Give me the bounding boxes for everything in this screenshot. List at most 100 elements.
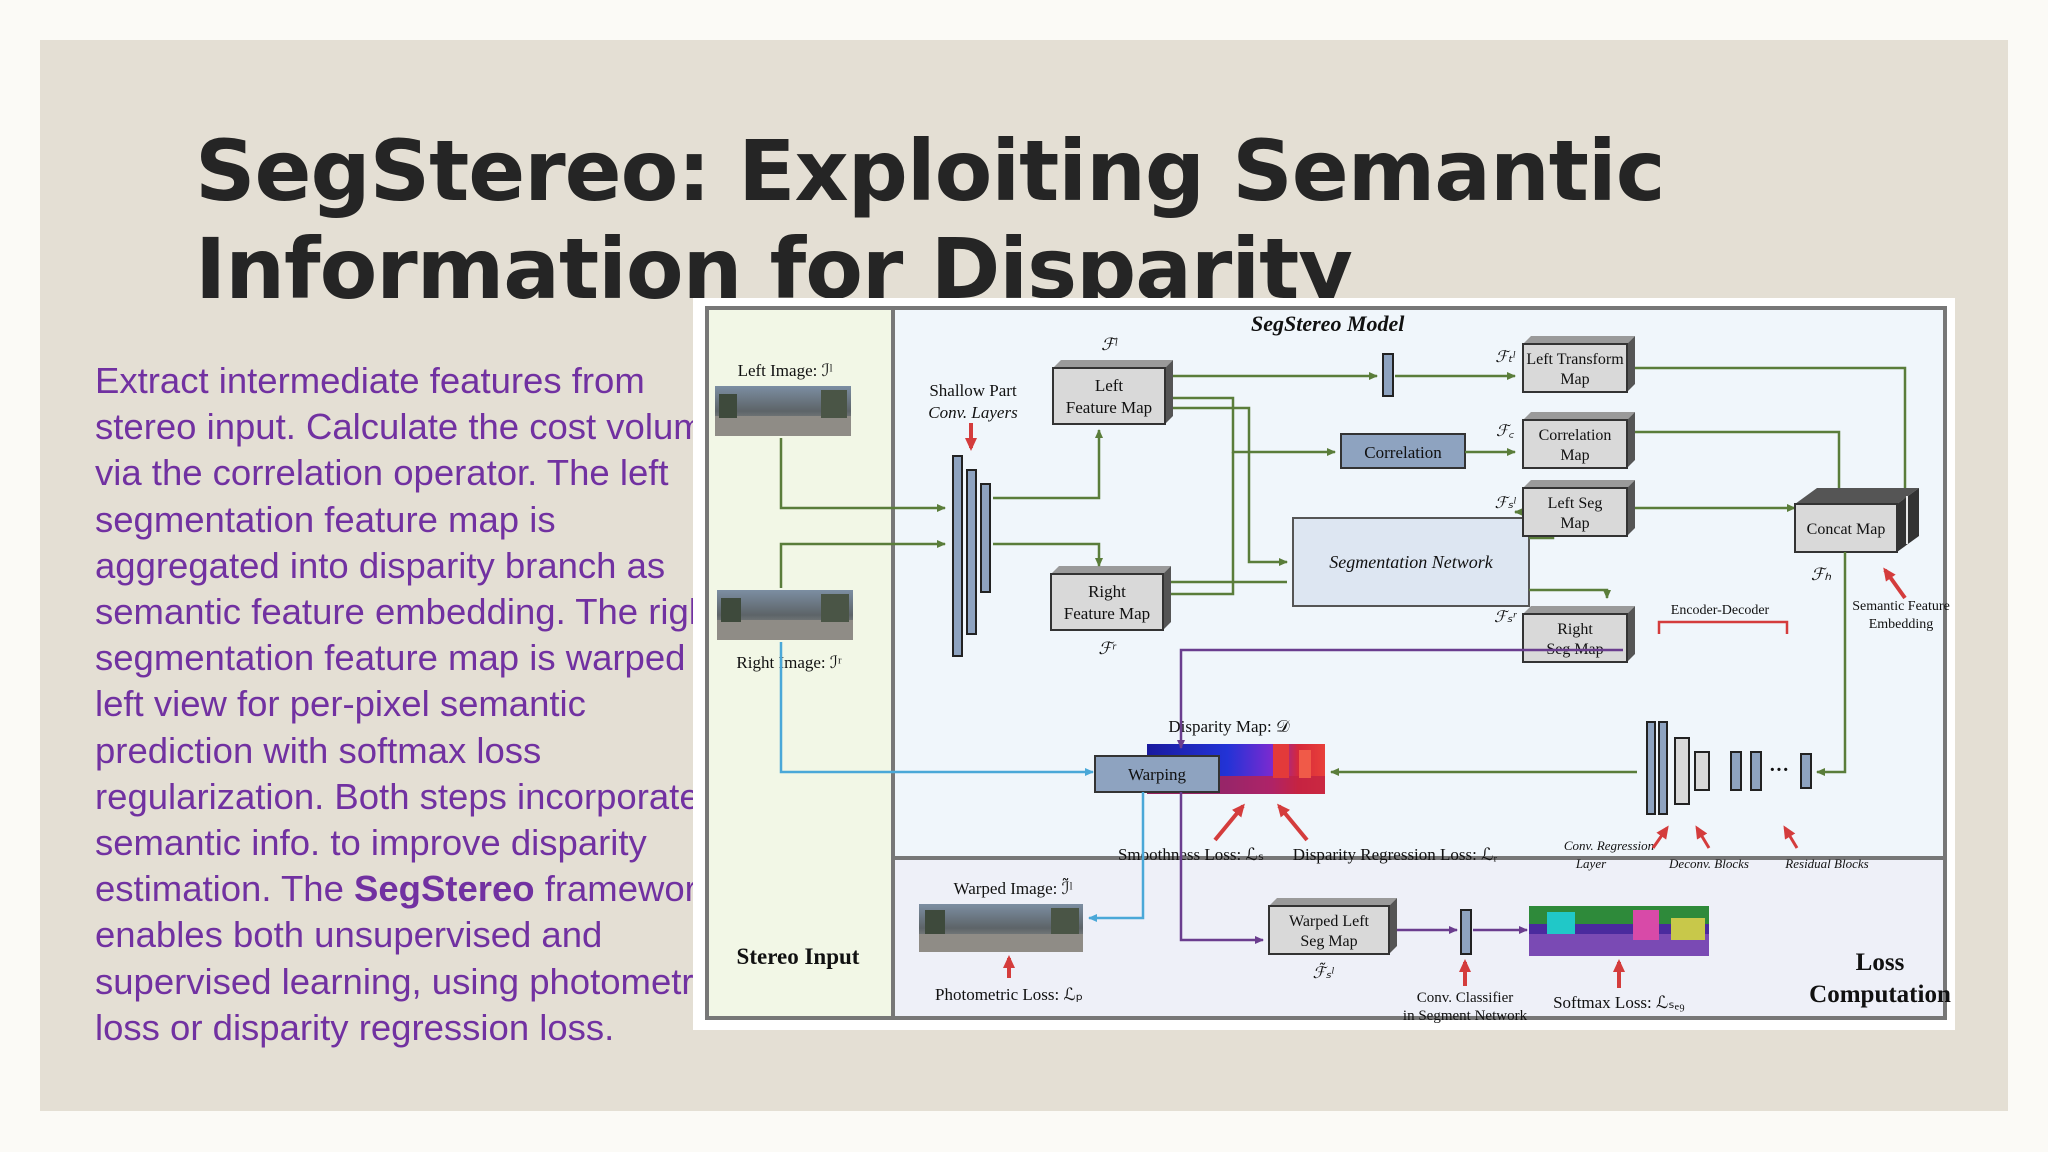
left-feature-label-1: Left: [1095, 376, 1124, 395]
conv-regression-layer-b: [1646, 721, 1656, 815]
left-feature-to-correlation-arrow: [1173, 396, 1336, 456]
concat-to-encoder-arrow: [1816, 552, 1847, 776]
encoder-decoder-bracket: [1657, 620, 1789, 634]
residual-block-3: [1800, 753, 1812, 789]
right-image-to-conv-arrow: [779, 540, 946, 588]
warped-left-seg-label-2: Seg Map: [1300, 933, 1357, 950]
correlation-label: Correlation: [1364, 443, 1442, 462]
left-image-to-conv-arrow: [779, 438, 946, 512]
right-seg-to-warping-arrow: [1177, 648, 1623, 749]
left-seg-label-2: Map: [1560, 515, 1589, 532]
conv-regression-label-1: Conv. Regression: [1564, 838, 1654, 853]
smoothness-loss-arrow: [1213, 803, 1245, 842]
semantic-embed-label-2: Embedding: [1869, 617, 1934, 632]
shallow-label-line-1: Shallow Part: [929, 381, 1017, 400]
correlation-map-box: Correlation Map: [1522, 412, 1635, 469]
concat-map-box: Concat Map: [1794, 488, 1919, 553]
f-l-symbol: ℱˡ: [1101, 335, 1118, 354]
conv-regression-label-2: Layer: [1575, 856, 1607, 871]
deconv-blocks-label: Deconv. Blocks: [1668, 856, 1749, 871]
left-feature-map-box: Left Feature Map: [1052, 360, 1173, 425]
correlation-map-label-1: Correlation: [1539, 427, 1612, 444]
left-feature-label-2: Feature Map: [1066, 398, 1152, 417]
left-transform-label-2: Map: [1560, 371, 1589, 388]
right-feature-label-2: Feature Map: [1064, 604, 1150, 623]
left-transform-map-box: Left Transform Map: [1522, 336, 1635, 393]
segstereo-architecture-figure: SegStereo Model Stereo Input Loss Comput…: [693, 298, 1955, 1030]
conv-classifier-label-1: Conv. Classifier: [1417, 990, 1514, 1006]
segmentation-output-image: [1529, 906, 1709, 956]
left-image-photo: [715, 386, 851, 436]
right-seg-map-box: Right Seg Map: [1522, 606, 1635, 663]
warped-left-seg-map-box: Warped Left Seg Map: [1268, 898, 1397, 955]
body-text-part-1: Extract intermediate features from stere…: [95, 360, 726, 910]
disparity-regression-loss-label: Disparity Regression Loss: ℒᵣ: [1293, 845, 1498, 864]
left-seg-label-1: Left Seg: [1548, 495, 1603, 512]
warping-to-warped-left-seg-arrow: [1179, 792, 1264, 944]
loss-title-line-2: Computation: [1809, 981, 1951, 1008]
right-feature-label-1: Right: [1088, 582, 1126, 601]
model-title: SegStereo Model: [1251, 311, 1405, 336]
transform-conv-layer: [1382, 353, 1394, 397]
segnet-to-right-seg-arrow: [1529, 588, 1611, 599]
conv-regression-arrow: [1651, 825, 1669, 849]
left-feature-to-segnet-arrow: [1173, 406, 1288, 566]
right-seg-label-1: Right: [1557, 621, 1593, 638]
loss-title-line-1: Loss: [1856, 949, 1905, 976]
deconv-block-1: [1674, 737, 1690, 805]
deconv-blocks-arrow: [1695, 825, 1711, 849]
f-s-tilde-symbol: ℱ̃ₛˡ: [1313, 962, 1335, 982]
conv-classifier-layer: [1460, 909, 1472, 955]
stereo-input-label: Stereo Input: [737, 944, 860, 969]
right-image-photo: [717, 590, 853, 640]
warped-image-photo: [919, 904, 1083, 952]
body-text-part-2: framework enables both unsupervised and …: [95, 868, 720, 1048]
f-t-symbol: ℱₜˡ: [1495, 349, 1515, 366]
conv-to-left-feature-arrow: [993, 429, 1103, 500]
segmentation-network-label: Segmentation Network: [1329, 552, 1493, 572]
left-seg-map-box: Left Seg Map: [1522, 480, 1635, 537]
f-r-symbol: ℱʳ: [1098, 639, 1116, 658]
f-s-r-symbol: ℱₛʳ: [1494, 609, 1518, 626]
softmax-loss-label: Softmax Loss: ℒₛₑ₉: [1553, 993, 1685, 1012]
segmentation-network-box: [1292, 517, 1530, 607]
left-transform-to-concat-arrow: [1635, 366, 1909, 523]
semantic-embed-label-1: Semantic Feature: [1852, 599, 1950, 614]
f-s-l-symbol: ℱₛˡ: [1495, 495, 1517, 512]
warped-image-label: Warped Image: ℐ̃ˡ: [954, 878, 1073, 898]
right-feature-map-box: Right Feature Map: [1050, 566, 1171, 631]
disparity-map-label: Disparity Map: 𝒟: [1168, 717, 1290, 736]
smoothness-loss-label: Smoothness Loss: ℒₛ: [1118, 845, 1264, 864]
conv-classifier-label-2: in Segment Network: [1403, 1008, 1528, 1024]
warping-label: Warping: [1128, 765, 1187, 784]
body-text-bold: SegStereo: [354, 868, 535, 910]
concat-map-label: Concat Map: [1807, 521, 1886, 538]
residual-block-2: [1750, 751, 1762, 791]
conv-regression-layer-a: [1658, 721, 1668, 815]
left-image-label: Left Image: ℐˡ: [738, 361, 833, 380]
left-transform-label-1: Left Transform: [1526, 351, 1624, 368]
slide-title: SegStereo: Exploiting Semantic Informati…: [195, 122, 1795, 318]
f-c-symbol: ℱ꜀: [1496, 423, 1515, 440]
right-image-to-warping-arrow: [779, 642, 1094, 776]
warping-to-warped-image-arrow: [1088, 792, 1145, 922]
right-feature-to-correlation-line: [1171, 452, 1235, 596]
right-image-label: Right Image: ℐʳ: [736, 653, 841, 672]
residual-blocks-label: Residual Blocks: [1784, 856, 1868, 871]
warped-left-seg-label-1: Warped Left: [1289, 913, 1370, 930]
slide-body-text: Extract intermediate features from stere…: [95, 358, 745, 1051]
photometric-loss-label: Photometric Loss: ℒₚ: [935, 985, 1083, 1004]
conv-layer-2: [966, 469, 977, 635]
conv-to-right-feature-arrow: [993, 542, 1103, 567]
title-line-1: SegStereo: Exploiting Semantic: [195, 122, 1666, 220]
disparity-regression-loss-arrow: [1277, 803, 1309, 842]
residual-blocks-arrow: [1783, 825, 1799, 849]
deconv-block-2: [1694, 751, 1710, 791]
encoder-decoder-label: Encoder-Decoder: [1671, 603, 1770, 618]
architecture-diagram: SegStereo Model Stereo Input Loss Comput…: [705, 306, 1951, 1024]
f-h-symbol: ℱₕ: [1811, 565, 1831, 584]
conv-layer-3: [980, 483, 991, 593]
residual-block-1: [1730, 751, 1742, 791]
semantic-embedding-arrow: [1883, 567, 1907, 600]
warping-box: [1094, 755, 1220, 793]
